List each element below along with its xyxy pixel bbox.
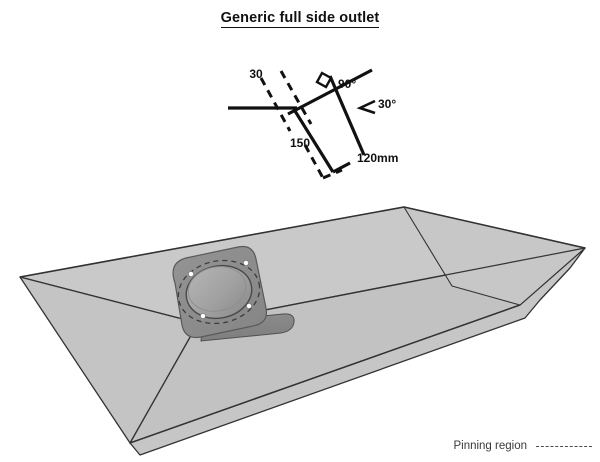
channel-front-bottom-edge bbox=[129, 304, 521, 444]
detail-section-drawing: 30 150 120mm 90° 30° bbox=[228, 67, 398, 180]
channel-top-rim-edge bbox=[19, 206, 405, 278]
pin-dot[interactable] bbox=[246, 303, 252, 309]
outlet-hole-inner-rim bbox=[187, 266, 247, 312]
detail-dashed-leg-left bbox=[303, 144, 325, 179]
page-title: Generic full side outlet bbox=[0, 10, 600, 28]
detail-dashed-line-30 bbox=[259, 77, 292, 132]
detail-top-inclined-line bbox=[287, 68, 373, 116]
outlet-hole[interactable] bbox=[181, 260, 256, 325]
detail-leg-bottom bbox=[332, 161, 351, 174]
right-angle-marker-icon bbox=[315, 71, 333, 89]
legend-dash-sample bbox=[536, 445, 592, 447]
pin-dot[interactable] bbox=[200, 313, 206, 319]
channel-3d-model bbox=[19, 206, 586, 456]
label-angle-30: 30° bbox=[378, 97, 396, 111]
label-angle-90: 90° bbox=[338, 77, 356, 91]
channel-left-end-face bbox=[19, 276, 199, 444]
outlet-assembly[interactable] bbox=[172, 245, 295, 342]
pin-dot[interactable] bbox=[243, 260, 249, 266]
legend-label: Pinning region bbox=[453, 440, 527, 452]
detail-left-arm bbox=[293, 110, 335, 173]
pin-dot[interactable] bbox=[188, 271, 194, 277]
detail-right-arm-120 bbox=[328, 75, 366, 156]
label-dim-120mm: 120mm bbox=[357, 151, 398, 165]
pinning-region-dashed-circle bbox=[177, 259, 261, 325]
label-dim-150: 150 bbox=[290, 136, 310, 150]
channel-top-rim-edge-right bbox=[403, 206, 586, 249]
label-dim-30: 30 bbox=[249, 67, 263, 81]
page-title-text: Generic full side outlet bbox=[220, 10, 380, 28]
angle-symbol-icon bbox=[356, 99, 376, 115]
detail-dashed-line-150 bbox=[279, 70, 313, 125]
legend: Pinning region bbox=[453, 440, 592, 452]
detail-dashed-leg-bottom bbox=[322, 168, 343, 180]
